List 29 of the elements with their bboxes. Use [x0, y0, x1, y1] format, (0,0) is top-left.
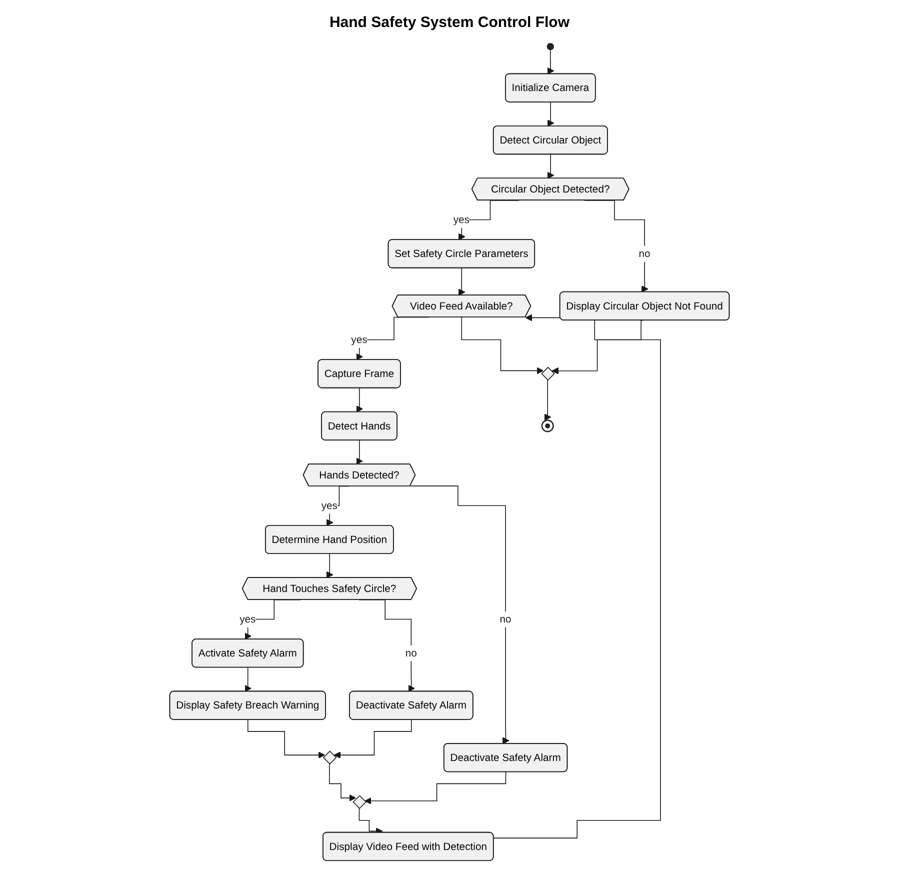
node-diamond — [322, 750, 337, 765]
arrow — [326, 554, 334, 578]
arrow — [244, 667, 252, 692]
edge-label: yes — [453, 214, 470, 226]
edge-label: yes — [351, 334, 368, 346]
edge-label: yes — [240, 613, 256, 626]
arrow — [356, 440, 364, 465]
edge-label: no — [405, 646, 417, 659]
node-diamond — [541, 366, 555, 381]
node-diamond — [352, 795, 367, 809]
arrow — [544, 380, 552, 421]
arrow — [334, 720, 412, 759]
diagram-title: Hand Safety System Control Flow — [329, 14, 570, 31]
arrow — [547, 154, 554, 179]
arrow — [493, 314, 661, 838]
arrow — [552, 320, 644, 374]
arrow — [329, 764, 356, 802]
arrow — [547, 49, 554, 74]
arrow — [461, 316, 544, 374]
edge-label: yes — [321, 499, 338, 512]
arrow — [458, 268, 466, 296]
edge-label: no — [500, 613, 512, 626]
arrow — [364, 772, 506, 804]
arrow — [410, 486, 510, 744]
edge-label: no — [638, 247, 650, 260]
arrow — [356, 388, 364, 412]
node-circle — [546, 42, 554, 50]
arrow — [247, 720, 326, 759]
arrow — [547, 102, 554, 127]
